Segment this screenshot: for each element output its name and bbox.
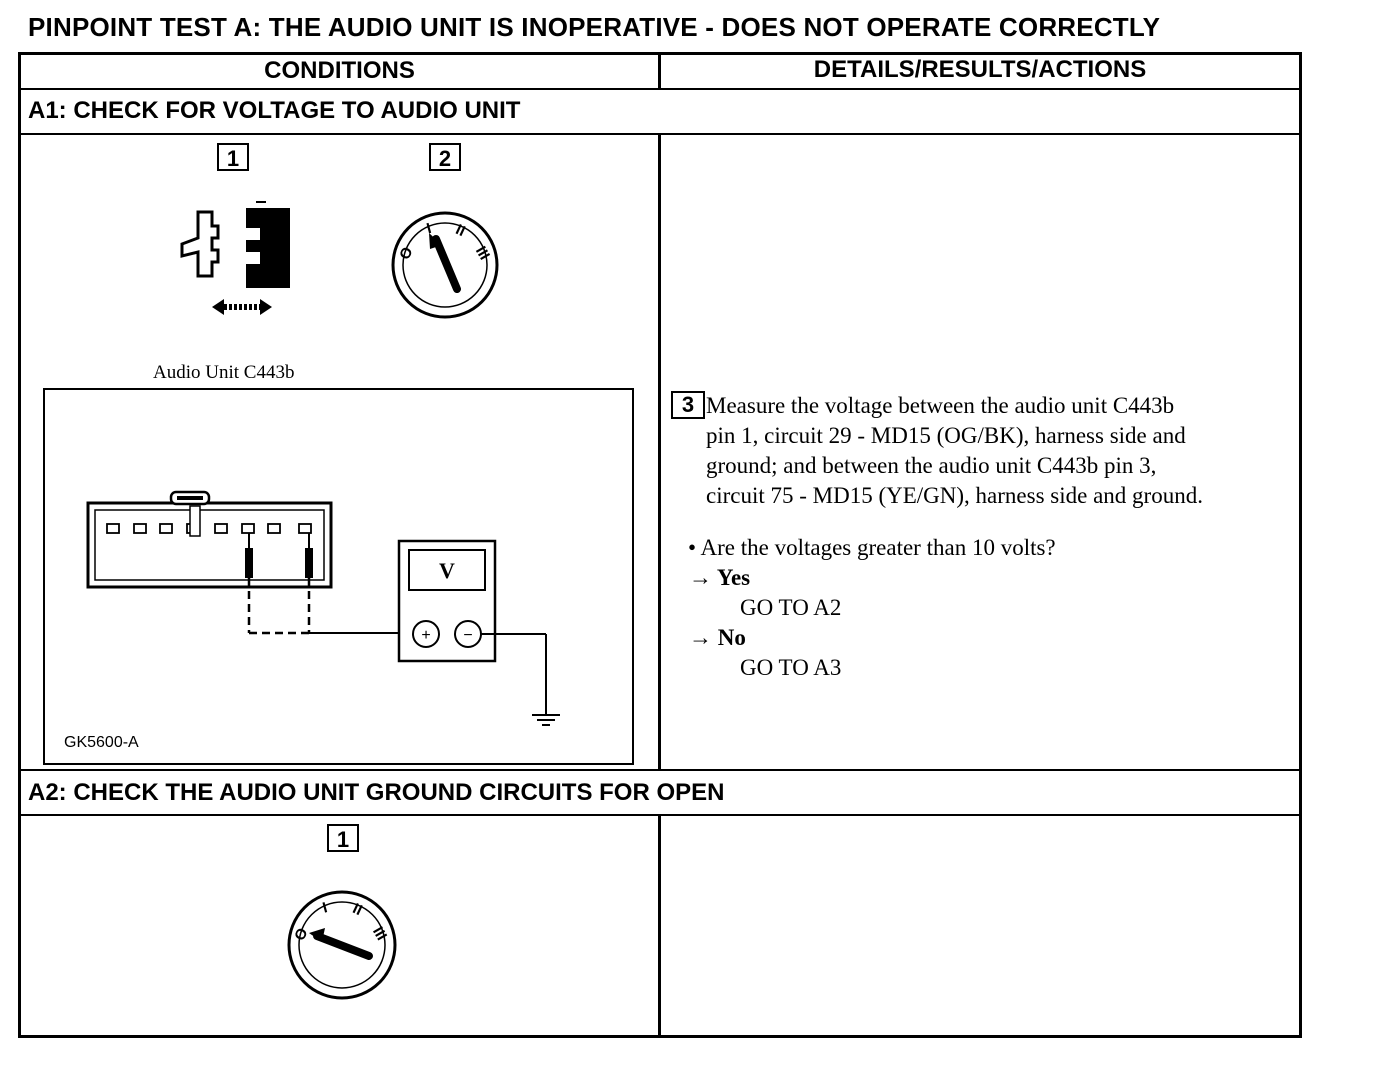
column-divider-a1: [658, 133, 661, 771]
a1-step1-number: 1: [217, 143, 249, 171]
meter-plus-terminal: +: [421, 627, 430, 644]
column-divider-header: [658, 52, 661, 90]
a1-yes-label: → Yes: [689, 565, 751, 590]
a1-step3-number: 3: [671, 391, 705, 419]
page-title: PINPOINT TEST A: THE AUDIO UNIT IS INOPE…: [28, 12, 1161, 42]
ignition-switch-icon: O I II III: [391, 211, 499, 319]
ignition-switch-off-icon: O I II III: [287, 890, 397, 1000]
a1-heading: A1: CHECK FOR VOLTAGE TO AUDIO UNIT: [28, 97, 521, 124]
figure-label: Audio Unit C443b: [153, 362, 295, 383]
a1-step2-number: 2: [429, 143, 461, 171]
connector-disconnect-icon: [180, 201, 290, 315]
a1-step3-line-3: ground; and between the audio unit C443b…: [706, 453, 1157, 478]
ignition-position-1: I: [425, 220, 433, 238]
meter-unit-label: V: [439, 558, 455, 583]
a1-no-action: GO TO A3: [740, 655, 842, 680]
table-border-left: [18, 52, 21, 1038]
a1-question: • Are the voltages greater than 10 volts…: [688, 535, 1056, 560]
column-divider-a2: [658, 814, 661, 1038]
a1-step3-line-2: pin 1, circuit 29 - MD15 (OG/BK), harnes…: [706, 423, 1186, 448]
conditions-column-header: CONDITIONS: [264, 57, 415, 84]
a1-step3-line-4: circuit 75 - MD15 (YE/GN), harness side …: [706, 483, 1203, 508]
details-column-header: DETAILS/RESULTS/ACTIONS: [813, 56, 1147, 83]
a1-no-label: → No: [689, 625, 746, 650]
a1-step3-line-1: Measure the voltage between the audio un…: [706, 393, 1175, 418]
a1-yes-action: GO TO A2: [740, 595, 842, 620]
meter-minus-terminal: −: [463, 627, 472, 644]
figure-code: GK5600-A: [64, 734, 139, 751]
table-border-right: [1299, 52, 1302, 1038]
a2-step1-number: 1: [327, 824, 359, 852]
voltage-test-diagram: V + −: [43, 388, 634, 765]
ignition-off-position-1: I: [321, 899, 329, 917]
a2-heading: A2: CHECK THE AUDIO UNIT GROUND CIRCUITS…: [28, 779, 725, 806]
